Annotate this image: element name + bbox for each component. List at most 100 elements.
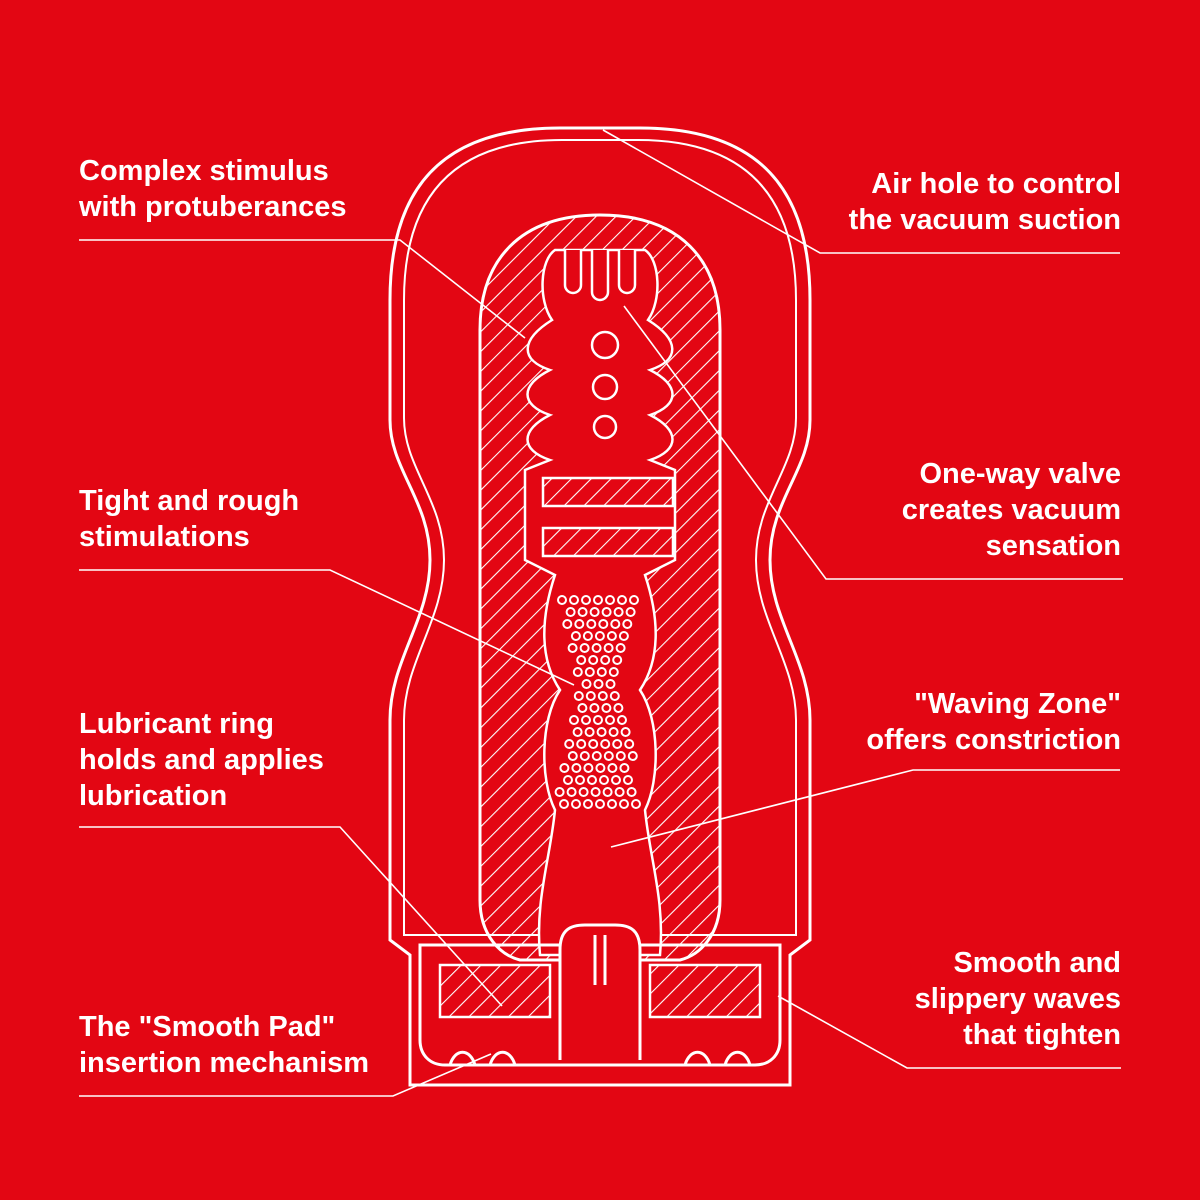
texture-dot: [584, 727, 595, 737]
leader-air-hole: [602, 129, 1120, 254]
texture-dot: [603, 643, 614, 653]
texture-dot: [623, 775, 633, 785]
label-line: The "Smooth Pad": [79, 1011, 336, 1043]
texture-dot: [595, 763, 606, 773]
texture-dot: [559, 799, 569, 809]
label-line: offers constriction: [866, 724, 1121, 756]
texture-dot: [593, 715, 603, 725]
texture-dot: [622, 619, 633, 629]
label-line: with protuberances: [79, 191, 347, 223]
texture-dot: [620, 727, 631, 737]
texture-dot: [597, 691, 608, 701]
texture-dot: [557, 595, 567, 605]
texture-dot: [579, 751, 590, 761]
valve-bands: [541, 476, 675, 558]
leader-lines: [79, 129, 1123, 1097]
texture-dot: [599, 775, 609, 785]
center-tab: [558, 923, 642, 1060]
texture-dot: [589, 703, 600, 713]
texture-dot: [601, 607, 612, 617]
texture-dot: [570, 631, 581, 641]
texture-dot: [577, 607, 588, 617]
texture-dot: [591, 751, 602, 761]
texture-dot: [612, 655, 623, 665]
texture-dot: [572, 667, 583, 677]
texture-dot: [631, 799, 641, 809]
texture-dot: [617, 595, 627, 605]
texture-dot: [565, 607, 576, 617]
label-line: slippery waves: [914, 983, 1121, 1015]
texture-dot: [586, 619, 597, 629]
texture-dot: [600, 739, 611, 749]
texture-dot: [619, 799, 629, 809]
texture-dot: [577, 703, 588, 713]
texture-dot: [571, 799, 581, 809]
texture-dot: [583, 763, 594, 773]
texture-dot: [589, 607, 600, 617]
texture-dot: [578, 787, 589, 797]
label-line: Tight and rough: [79, 485, 300, 517]
texture-dot: [607, 763, 618, 773]
label-waving-zone: "Waving Zone" offers constriction: [866, 686, 1121, 758]
texture-dot: [608, 667, 619, 677]
texture-dot: [590, 787, 601, 797]
label-line: creates vacuum: [901, 494, 1121, 526]
leader-complex-stimulus: [79, 239, 526, 339]
label-line: Smooth and: [953, 947, 1121, 979]
texture-dot: [605, 595, 615, 605]
texture-dot: [594, 631, 605, 641]
label-line: holds and applies: [79, 744, 324, 776]
protuberance-notches: [563, 250, 637, 302]
texture-dot: [569, 715, 579, 725]
texture-dot: [575, 775, 585, 785]
texture-dot: [615, 643, 626, 653]
texture-dot: [611, 775, 621, 785]
leader-smooth-waves: [777, 995, 1121, 1069]
texture-dot: [583, 799, 593, 809]
label-line: insertion mechanism: [79, 1047, 370, 1079]
texture-dot: [615, 751, 626, 761]
label-smooth-pad: The "Smooth Pad" insertion mechanism: [79, 1009, 369, 1081]
texture-dot: [566, 787, 577, 797]
label-line: One-way valve: [919, 458, 1122, 490]
leader-waving-zone: [610, 769, 1120, 848]
texture-dot: [609, 691, 620, 701]
texture-dot: [626, 787, 637, 797]
texture-dot: [627, 751, 638, 761]
texture-dot: [625, 607, 636, 617]
label-line: the vacuum suction: [848, 204, 1121, 236]
texture-dot: [574, 619, 585, 629]
texture-dot: [581, 715, 591, 725]
texture-dot: [596, 667, 607, 677]
texture-dot: [629, 595, 639, 605]
texture-dot: [613, 607, 624, 617]
texture-dot: [593, 595, 603, 605]
texture-dot: [576, 739, 587, 749]
label-line: Air hole to control: [871, 168, 1121, 200]
label-line: sensation: [985, 530, 1121, 562]
texture-dot: [559, 763, 570, 773]
outer-casing-outline: [388, 126, 812, 1087]
smooth-pad-mechanism: [418, 943, 782, 1067]
texture-dot: [610, 619, 621, 629]
label-air-hole: Air hole to control the vacuum suction: [849, 166, 1121, 238]
texture-dot: [567, 643, 578, 653]
label-line: Complex stimulus: [79, 155, 329, 187]
texture-dot: [596, 727, 607, 737]
texture-dot: [554, 787, 565, 797]
label-complex-stimulus: Complex stimulus with protuberances: [79, 153, 347, 225]
texture-dot: [602, 787, 613, 797]
texture-dot: [581, 679, 592, 689]
texture-dot: [581, 595, 591, 605]
texture-dot: [579, 643, 590, 653]
label-line: that tighten: [963, 1019, 1121, 1051]
texture-dot: [563, 775, 573, 785]
texture-dot: [607, 799, 617, 809]
texture-dot: [598, 619, 609, 629]
texture-dot: [617, 715, 627, 725]
lubricant-ring: [438, 963, 762, 1019]
texture-dot: [564, 739, 575, 749]
texture-dot: [600, 655, 611, 665]
